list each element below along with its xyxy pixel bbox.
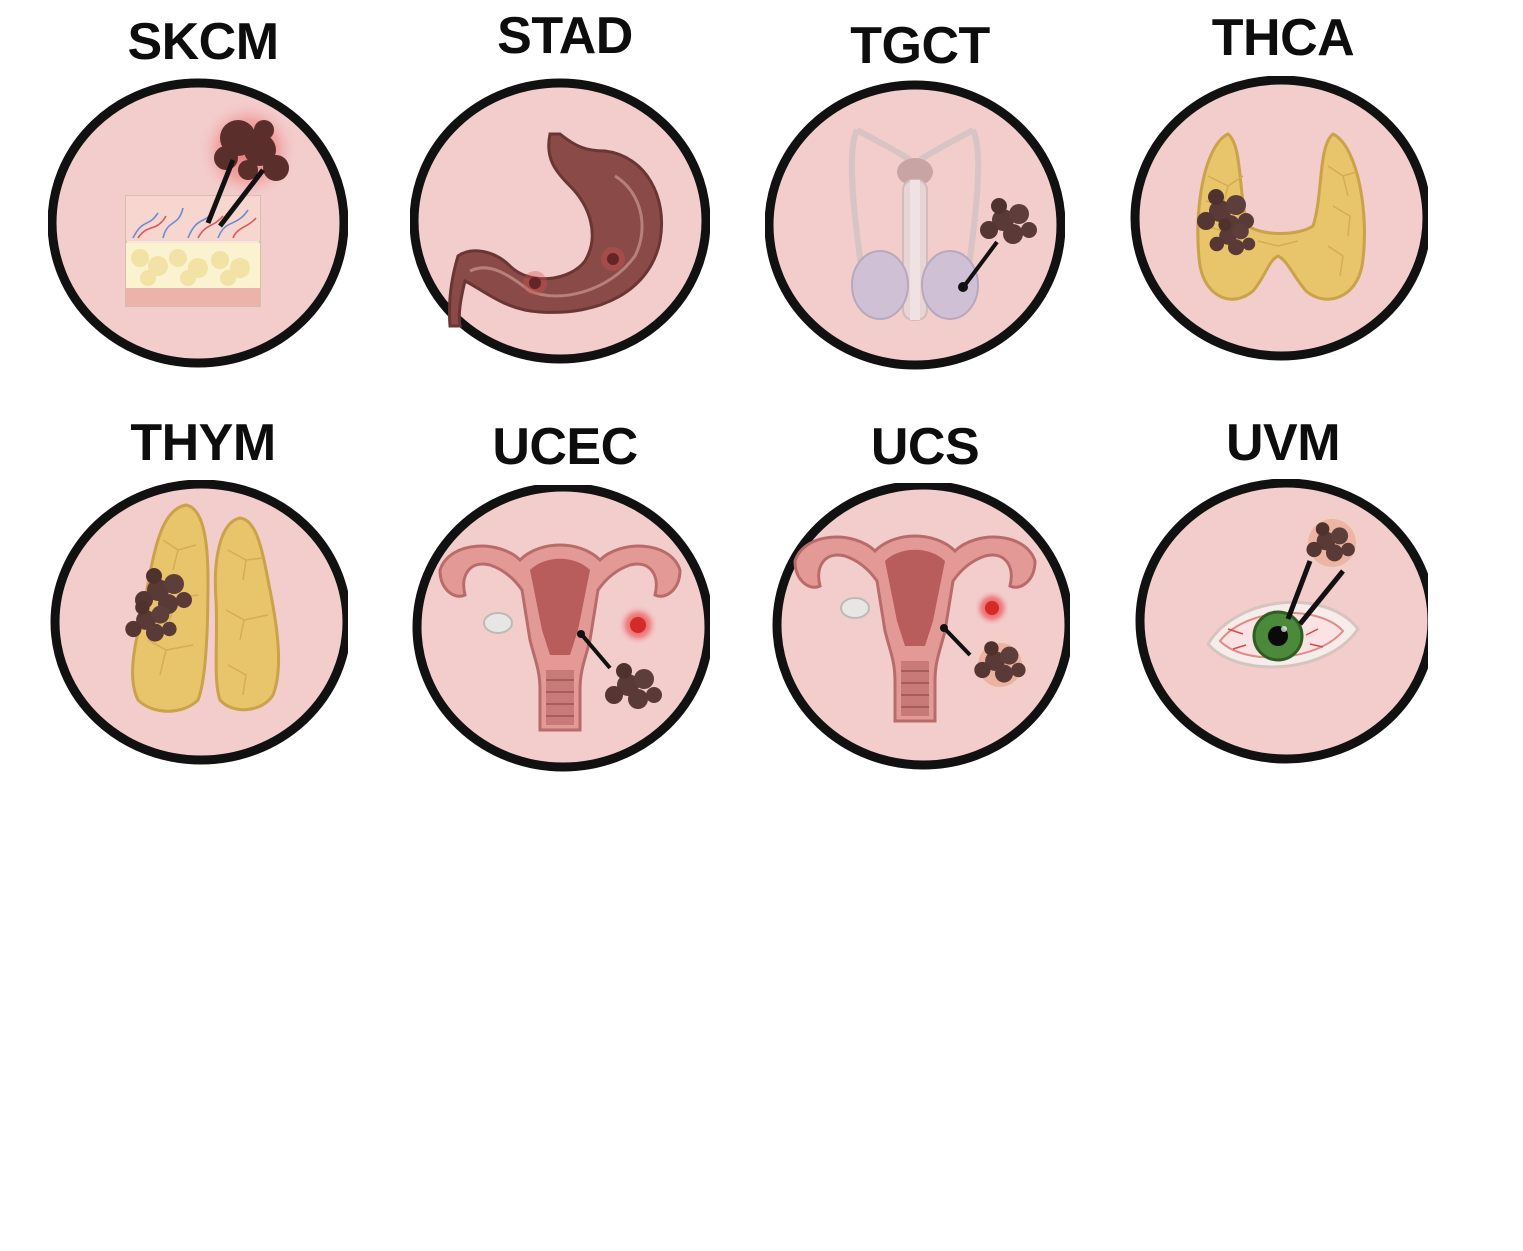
stomach-icon	[410, 76, 710, 366]
panel-label: UCEC	[492, 418, 638, 476]
panel-ucec: UCEC	[405, 405, 725, 785]
panel-thca: THCA	[1123, 0, 1443, 380]
panel-label: SKCM	[127, 13, 279, 71]
panel-uvm: UVM	[1123, 405, 1443, 785]
panel-label: THCA	[1211, 9, 1355, 67]
panel-label: THYM	[130, 414, 276, 472]
panel-label: UVM	[1225, 414, 1341, 472]
panel-ucs: UCS	[765, 405, 1085, 785]
panel-skcm: SKCM	[43, 0, 363, 380]
thymus-icon	[48, 480, 348, 770]
panel-stad: STAD	[405, 0, 725, 380]
skin-melanoma-icon	[48, 78, 348, 368]
panel-thym: THYM	[43, 405, 363, 785]
thyroid-icon	[1128, 76, 1428, 366]
panel-label: UCS	[870, 418, 980, 476]
eye-icon	[1128, 479, 1428, 769]
panel-label: TGCT	[850, 17, 990, 75]
uterus-icon	[770, 483, 1070, 773]
uterus-icon	[410, 485, 710, 775]
panel-label: STAD	[497, 7, 633, 65]
testis-icon	[765, 80, 1065, 370]
panel-tgct: TGCT	[760, 0, 1080, 380]
